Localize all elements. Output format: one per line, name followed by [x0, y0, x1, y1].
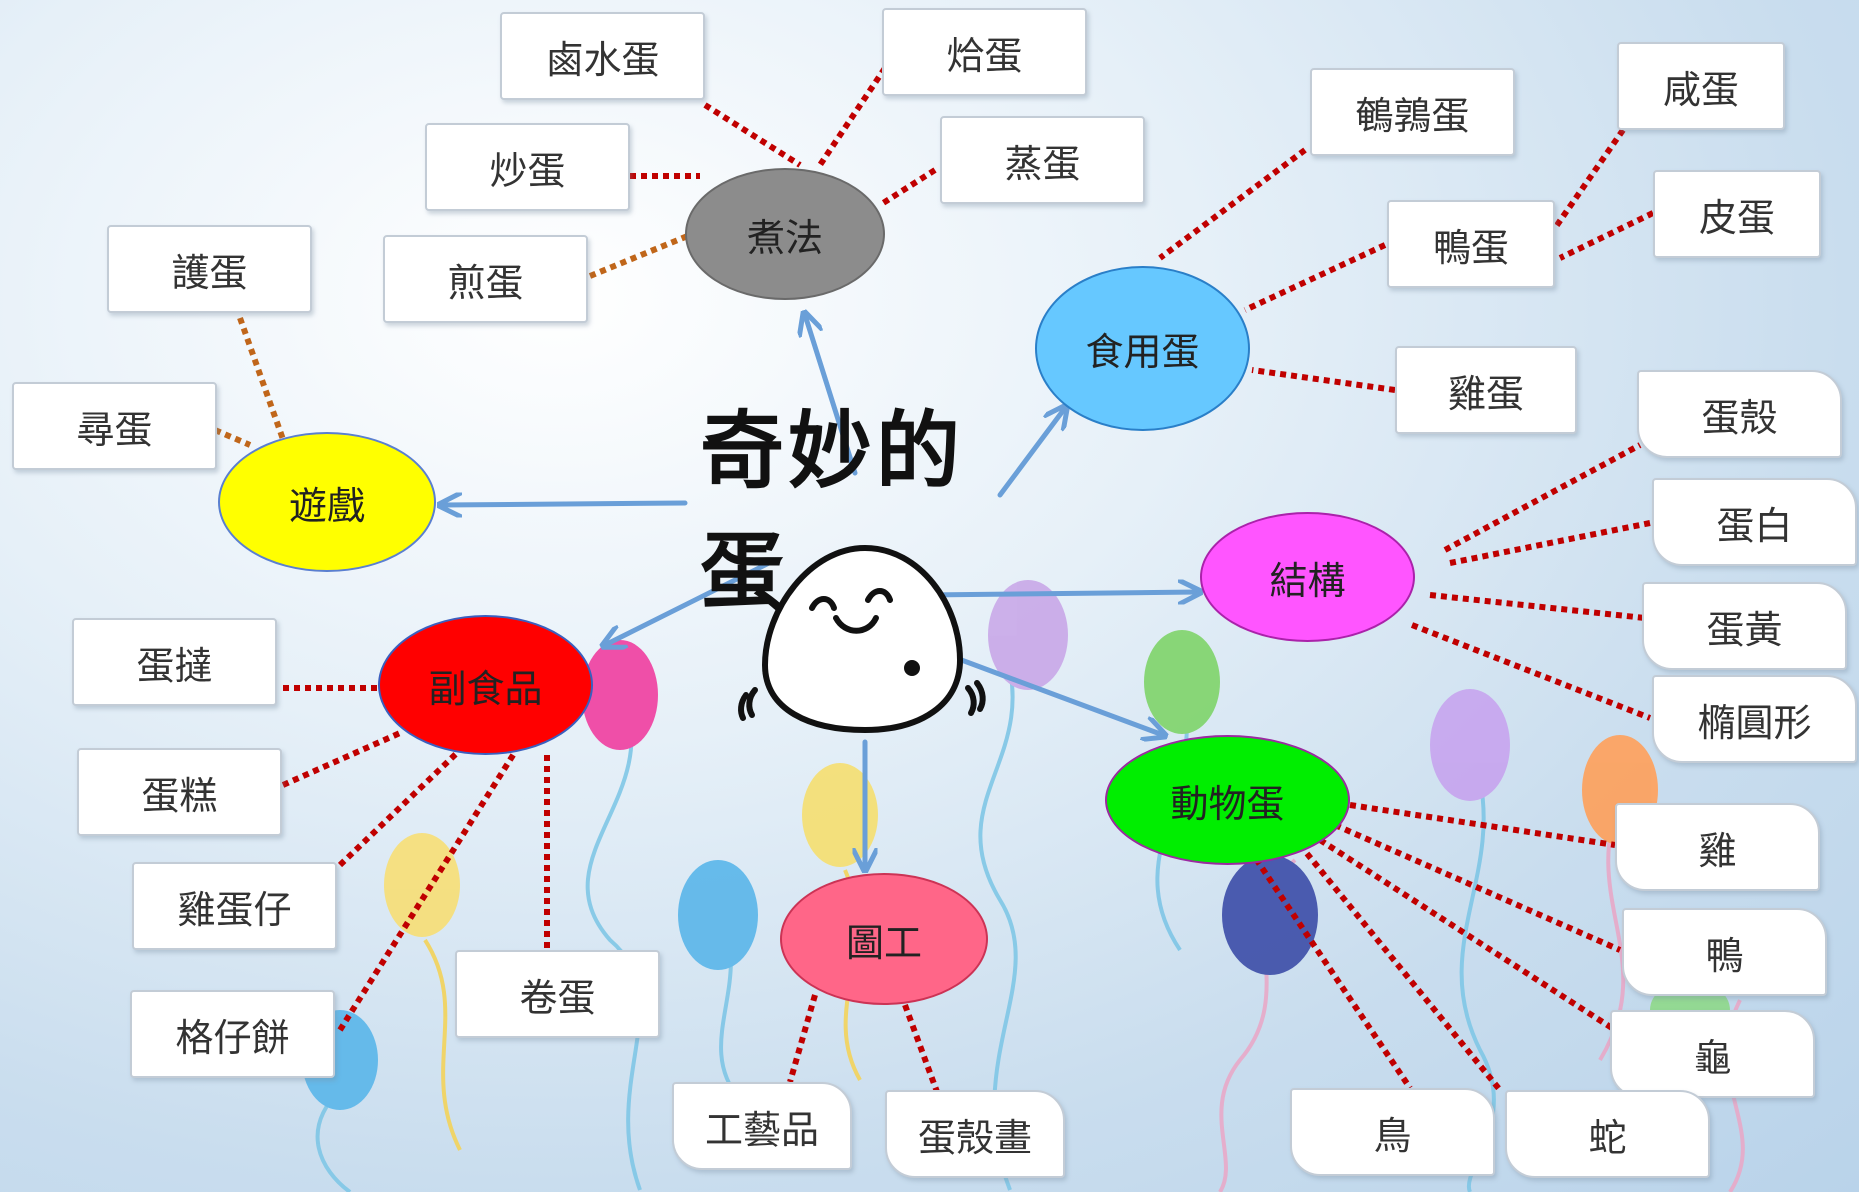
- item-turtle: 龜: [1610, 1010, 1815, 1098]
- item-duck: 鴨: [1622, 908, 1827, 996]
- item-bird: 鳥: [1290, 1088, 1495, 1176]
- item-eggshell-painting: 蛋殼畫: [885, 1090, 1065, 1178]
- category-games: 遊戲: [218, 432, 436, 572]
- item-egg-yolk: 蛋黃: [1642, 582, 1847, 670]
- item-chicken-egg: 雞蛋: [1395, 346, 1577, 434]
- item-salted-egg: 咸蛋: [1617, 42, 1785, 130]
- item-egg-hunt: 尋蛋: [12, 382, 217, 470]
- item-egg-waffle: 雞蛋仔: [132, 862, 337, 950]
- item-chicken: 雞: [1615, 803, 1820, 891]
- item-snake: 蛇: [1505, 1090, 1710, 1178]
- category-crafts: 圖工: [780, 873, 988, 1005]
- item-eggshell: 蛋殼: [1637, 370, 1842, 458]
- item-fried-egg: 煎蛋: [383, 235, 588, 323]
- item-egg-white: 蛋白: [1652, 478, 1857, 566]
- item-grid-waffle: 格仔餅: [130, 990, 335, 1078]
- center-title: 奇妙的蛋: [700, 401, 965, 621]
- category-animal-eggs: 動物蛋: [1105, 735, 1350, 865]
- item-egg-tart: 蛋撻: [72, 618, 277, 706]
- item-scrambled-egg: 炒蛋: [425, 123, 630, 211]
- arrow-connectors: [442, 315, 1198, 868]
- dotted-connectors: [213, 66, 1655, 1102]
- item-braised-egg: 鹵水蛋: [500, 12, 705, 100]
- item-poached-egg: 烚蛋: [882, 8, 1087, 96]
- item-protect-egg: 護蛋: [107, 225, 312, 313]
- item-oval-shape: 橢圓形: [1652, 675, 1857, 763]
- item-cake: 蛋糕: [77, 748, 282, 836]
- smiling-egg-icon: [738, 544, 986, 734]
- item-handicraft: 工藝品: [672, 1082, 852, 1170]
- item-egg-roll: 卷蛋: [455, 950, 660, 1038]
- category-structure: 結構: [1200, 512, 1415, 642]
- item-steamed-egg: 蒸蛋: [940, 116, 1145, 204]
- item-duck-egg: 鴨蛋: [1387, 200, 1555, 288]
- category-byproducts: 副食品: [378, 615, 593, 755]
- item-quail-egg: 鵪鶉蛋: [1310, 68, 1515, 156]
- item-century-egg: 皮蛋: [1653, 170, 1821, 258]
- category-edible-eggs: 食用蛋: [1035, 266, 1250, 431]
- category-cooking: 煮法: [685, 168, 885, 300]
